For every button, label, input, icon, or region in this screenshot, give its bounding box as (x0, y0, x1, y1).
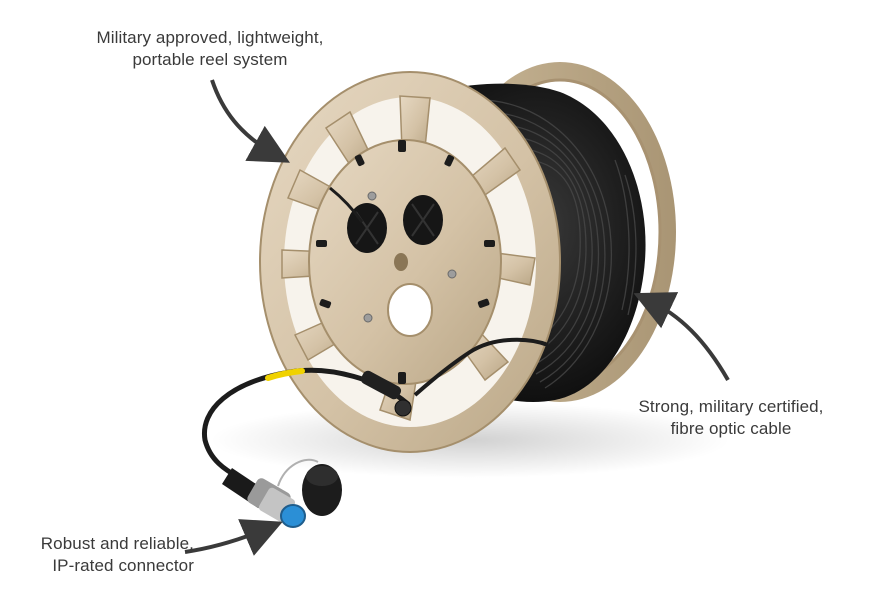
callout-reel-system: Military approved, lightweight, portable… (86, 27, 334, 71)
arrow-connector (184, 519, 283, 556)
lead-cable (201, 337, 549, 481)
center-hole (394, 253, 408, 271)
callout-fibre-cable: Strong, military certified, fibre optic … (622, 396, 840, 440)
arrow-cable (633, 292, 730, 381)
callout-cable-line2: fibre optic cable (670, 419, 792, 438)
connector (222, 458, 342, 528)
callout-connector-line1: Robust and reliable, (40, 534, 194, 553)
callout-connector-line2: IP-rated connector (52, 556, 194, 575)
callout-cable-line1: Strong, military certified, (638, 397, 824, 416)
handle-hole (387, 283, 433, 337)
callout-connector: Robust and reliable, IP-rated connector (18, 533, 194, 577)
arrow-reel (210, 79, 290, 163)
callout-reel-line1: Military approved, lightweight, (96, 28, 324, 47)
callout-reel-line2: portable reel system (132, 50, 288, 69)
front-flange (259, 71, 561, 453)
cable-grommet-right (403, 195, 443, 245)
connector-blue-face (280, 504, 306, 528)
